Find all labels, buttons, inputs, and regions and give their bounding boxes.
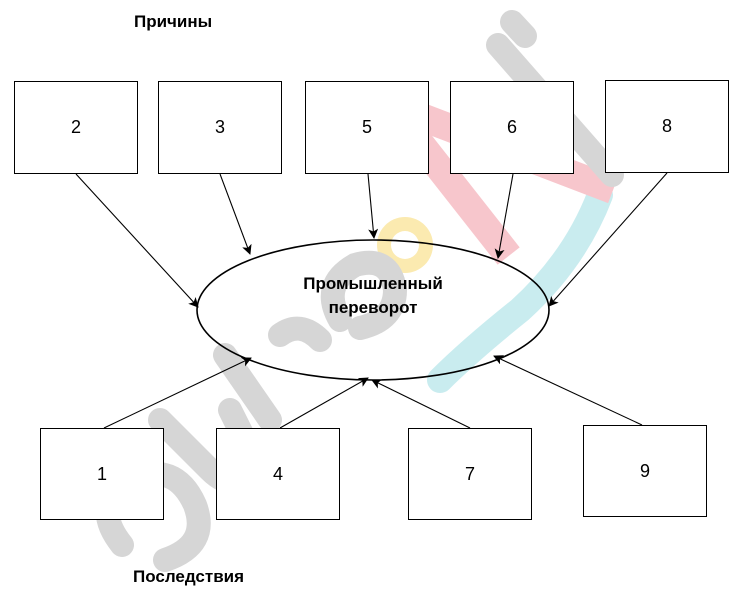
arrow-cause-5	[367, 173, 379, 239]
arrow-effect-4	[279, 377, 369, 429]
effect-box-1: 1	[40, 428, 164, 520]
effect-box-9: 9	[583, 425, 707, 517]
arrow-effect-1	[103, 357, 252, 429]
cause-box-5: 5	[305, 81, 429, 174]
arrow-cause-8	[548, 172, 668, 307]
cause-box-3: 3	[158, 81, 282, 174]
effect-box-7: 7	[408, 428, 532, 520]
causes-heading: Причины	[134, 12, 213, 31]
cause-box-2: 2	[14, 81, 138, 174]
effect-box-4: 4	[216, 428, 340, 520]
effects-heading: Последствия	[133, 567, 245, 586]
center-label-line1: Промышленный	[303, 274, 443, 293]
arrow-cause-2	[75, 173, 199, 308]
arrow-effect-7	[371, 379, 471, 429]
center-label-line2: переворот	[328, 298, 418, 317]
arrow-effect-9	[493, 355, 643, 426]
cause-box-8: 8	[605, 80, 729, 173]
arrow-cause-6	[494, 173, 514, 259]
arrow-cause-3	[219, 173, 252, 255]
watermark-teal-stroke	[427, 182, 613, 393]
center-label: Промышленный переворот	[240, 272, 506, 320]
cause-box-6: 6	[450, 81, 574, 174]
